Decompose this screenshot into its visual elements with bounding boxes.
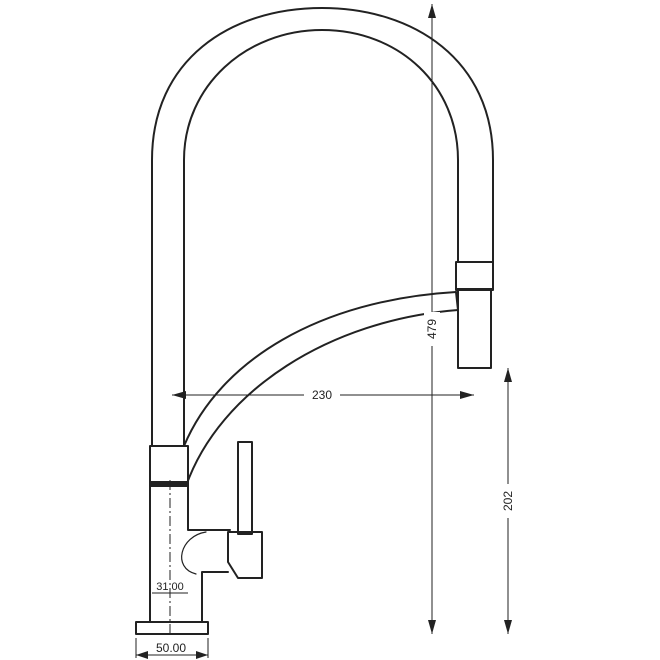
- handle-lever: [237, 441, 253, 535]
- dim-arrow-top: [428, 4, 436, 18]
- collar-ring: [150, 481, 188, 486]
- dim-arrow-base-right: [196, 651, 208, 659]
- dim-arrow-spout-bottom: [504, 620, 512, 634]
- dim-arrow-reach-left: [172, 391, 186, 399]
- dim-label-body-width: 31.00: [156, 581, 184, 593]
- dim-arrow-reach-right: [460, 391, 474, 399]
- spout-arm-tip: [455, 291, 459, 311]
- dim-label-bg-height: [424, 312, 440, 346]
- body-collar: [149, 445, 189, 487]
- dim-label-reach: 230: [312, 388, 332, 402]
- gooseneck-inner: [183, 29, 459, 447]
- spout-arm-lower: [185, 309, 459, 487]
- spray-head-collar: [455, 261, 494, 291]
- dim-label-base-width: 50.00: [156, 641, 186, 655]
- dim-label-spout-height: 202: [501, 491, 515, 511]
- dim-label-bg-spout: [500, 484, 516, 518]
- dim-label-height-total: 479: [425, 319, 439, 339]
- dim-arrow-base-left: [136, 651, 148, 659]
- base-plate: [135, 621, 209, 635]
- dim-arrow-spout-top: [504, 368, 512, 382]
- dim-label-bg-reach: [304, 386, 340, 402]
- gooseneck-outer: [151, 7, 494, 447]
- dim-arrow-bottom: [428, 620, 436, 634]
- spout-arm-upper: [183, 291, 457, 447]
- spray-head: [457, 290, 492, 369]
- valve-round: [181, 531, 207, 575]
- valve-housing: [227, 531, 263, 579]
- dim-label-bg-base: [150, 640, 192, 654]
- body-column-right: [187, 485, 231, 531]
